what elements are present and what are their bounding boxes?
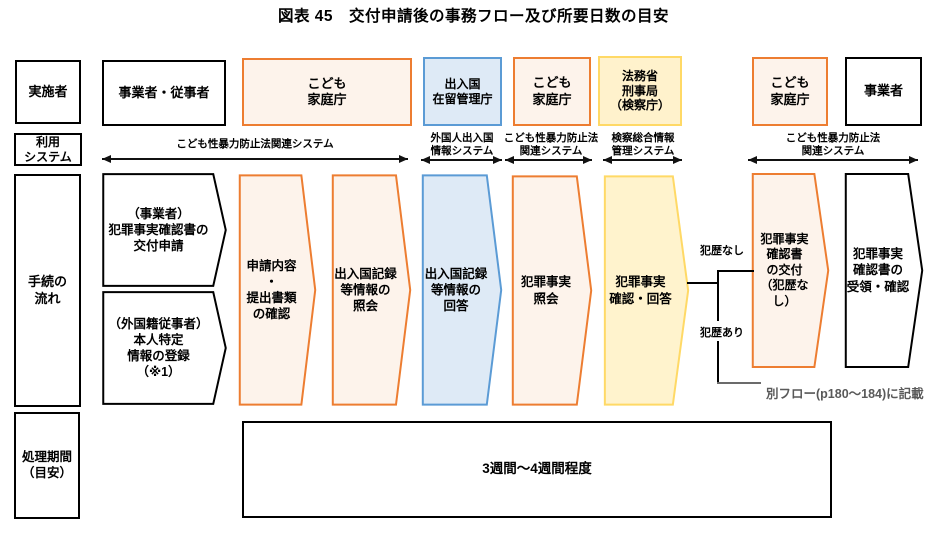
flow-step-grant-application: （事業者） 犯罪事実確認書の 交付申請 [102,173,227,287]
chevron-outline [845,172,923,369]
flow-step-criminal-inquiry: 犯罪事実 照会 [512,174,592,407]
branch-vertical-line-bottom [717,341,719,383]
actor-box-immigration-agency: 出入国 在留管理庁 [423,57,502,126]
double-arrow-system-1 [102,155,408,163]
connector-yellow-to-branch [687,282,718,284]
flow-step-label: 犯罪事実 確認書 の交付 （犯歴なし） [760,231,809,308]
figure-title: 図表 45 交付申請後の事務フロー及び所要日数の目安 [277,8,670,25]
double-arrow-system-3 [505,156,592,164]
branch-line-no-record [717,270,754,272]
row-label-system: 利用 システム [14,133,82,166]
branch-label-no-record: 犯歴なし [700,245,744,257]
flow-step-label: （外国籍従事者） 本人特定 情報の登録 （※1） [108,316,209,380]
flow-step-label: 出入国記録 等情報の 照会 [334,266,397,314]
chevron-outline [604,174,689,407]
flow-step-identity-registration: （外国籍従事者） 本人特定 情報の登録 （※1） [102,291,227,405]
flow-step-label: 犯罪事実 照会 [520,275,571,306]
branch-line-has-record [717,382,761,384]
pentagon-arrow-outline [102,173,227,287]
actor-box-cfa-3: こども 家庭庁 [752,57,828,126]
flow-step-immigration-reply: 出入国記録 等情報の 回答 [422,173,502,407]
period-box: 3週間～4週間程度 [242,421,832,518]
flow-step-label: 出入国記録 等情報の 回答 [424,266,488,314]
flow-step-application-check: 申請内容 ・ 提出書類 の確認 [239,173,316,407]
flow-step-immigration-inquiry: 出入国記録 等情報の 照会 [332,173,411,407]
system-label-kodomo-1: こども性暴力防止法関連システム [176,138,334,150]
flow-step-label: 犯罪事実 確認書の 受領・確認 [846,247,910,294]
flow-step-certificate-issue: 犯罪事実 確認書 の交付 （犯歴なし） [752,172,829,369]
flow-step-certificate-receipt: 犯罪事実 確認書の 受領・確認 [845,172,923,369]
system-label-immigration-info: 外国人出入国 情報システム [430,132,494,157]
chevron-outline [422,173,502,407]
system-label-kodomo-3: こども性暴力防止法 関連システム [785,132,881,157]
flow-step-label: 犯罪事実 確認・回答 [609,275,672,306]
actor-box-operator: 事業者 [845,57,922,126]
system-label-prosecution-info: 検察総合情報 管理システム [611,132,675,157]
flow-step-label: （事業者） 犯罪事実確認書の 交付申請 [108,206,209,254]
chevron-outline [752,172,829,369]
row-label-flow: 手続の 流れ [14,174,81,407]
actor-box-moj-criminal-bureau: 法務省 刑事局 （検察庁） [598,56,682,126]
branch-vertical-line-top [717,270,719,321]
double-arrow-system-5 [748,156,918,164]
chevron-outline [332,173,411,407]
flow-step-criminal-confirm-reply: 犯罪事実 確認・回答 [604,174,689,407]
branch-label-has-record: 犯歴あり [700,327,744,339]
actor-box-operator-worker: 事業者・従事者 [102,60,226,126]
double-arrow-system-2 [421,156,502,164]
row-label-period: 処理期間 （目安） [14,412,80,519]
chevron-outline [512,174,592,407]
alt-flow-note: 別フロー(p180～184)に記載 [766,387,924,401]
chevron-outline [239,173,316,407]
flow-step-label: 申請内容 ・ 提出書類 の確認 [246,258,297,322]
actor-box-cfa-2: こども 家庭庁 [513,57,591,126]
actor-box-cfa-1: こども 家庭庁 [242,58,412,126]
double-arrow-system-4 [603,156,682,164]
pentagon-arrow-outline [102,291,227,405]
system-label-kodomo-2: こども性暴力防止法 関連システム [503,132,599,157]
row-label-implementer: 実施者 [15,60,81,124]
